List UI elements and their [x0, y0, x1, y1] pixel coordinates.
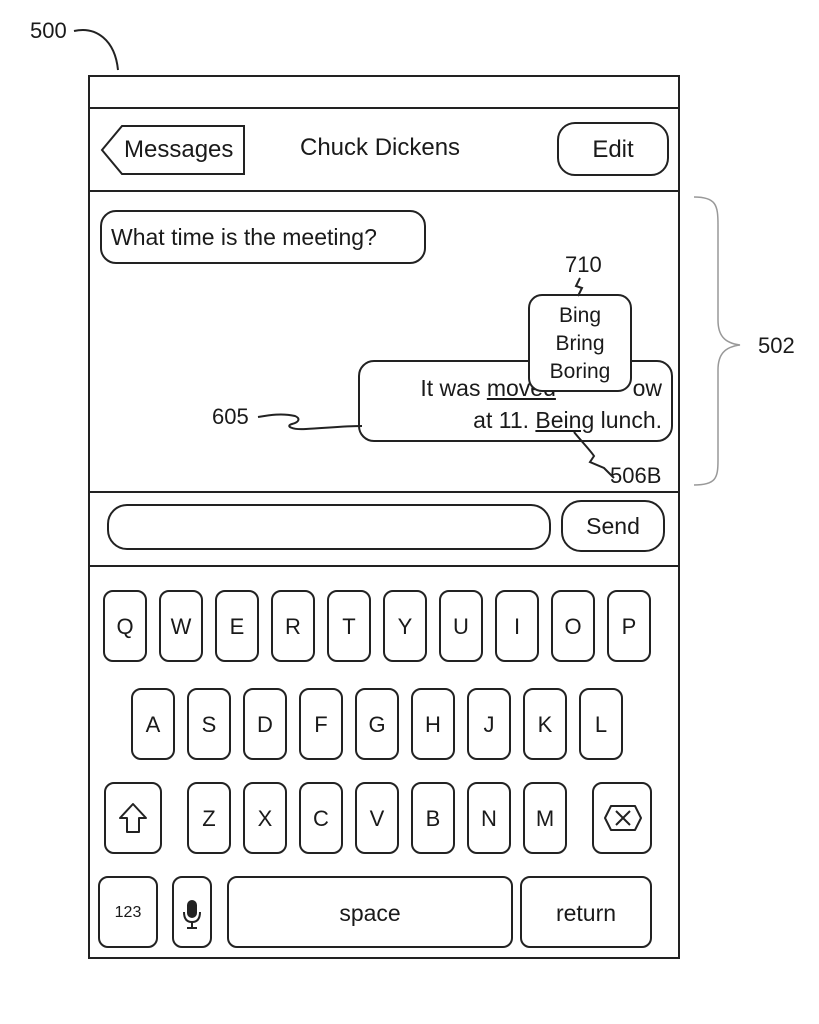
up-arrow-icon: [119, 803, 147, 833]
shift-key[interactable]: [104, 782, 162, 854]
key-z[interactable]: Z: [187, 782, 231, 854]
microphone-icon: [183, 900, 201, 929]
leader-line-500: [73, 29, 119, 71]
suggestion-item[interactable]: Boring: [549, 360, 611, 383]
key-k[interactable]: K: [523, 688, 567, 760]
received-message-bubble: What time is the meeting?: [100, 210, 426, 264]
bracket-502: [693, 196, 741, 486]
microphone-key[interactable]: [172, 876, 212, 948]
back-arrow-shape: [100, 125, 245, 175]
key-d[interactable]: D: [243, 688, 287, 760]
ref-label-500: 500: [30, 18, 67, 43]
key-y[interactable]: Y: [383, 590, 427, 662]
ref-label-506b: 506B: [610, 463, 662, 488]
send-button[interactable]: Send: [561, 500, 665, 552]
leader-line-710: [574, 277, 584, 297]
key-g[interactable]: G: [355, 688, 399, 760]
key-u[interactable]: U: [439, 590, 483, 662]
suggestion-item[interactable]: Bring: [555, 332, 605, 355]
key-e[interactable]: E: [215, 590, 259, 662]
leader-line-605: [257, 413, 363, 431]
header-divider: [90, 190, 678, 192]
key-o[interactable]: O: [551, 590, 595, 662]
key-q[interactable]: Q: [103, 590, 147, 662]
back-button-label: Messages: [124, 136, 234, 163]
edit-button[interactable]: Edit: [557, 122, 669, 176]
key-x[interactable]: X: [243, 782, 287, 854]
suggestion-item[interactable]: Bing: [558, 304, 602, 327]
key-c[interactable]: C: [299, 782, 343, 854]
key-h[interactable]: H: [411, 688, 455, 760]
leader-line-506b: [573, 431, 615, 479]
sent-text: It was: [420, 375, 487, 401]
status-bar-divider: [90, 107, 678, 109]
sent-text-tail: ow: [632, 375, 662, 401]
key-f[interactable]: F: [299, 688, 343, 760]
delete-key[interactable]: [592, 782, 652, 854]
key-s[interactable]: S: [187, 688, 231, 760]
key-w[interactable]: W: [159, 590, 203, 662]
key-v[interactable]: V: [355, 782, 399, 854]
phone-frame: [88, 75, 680, 959]
ref-label-605: 605: [212, 404, 249, 429]
key-m[interactable]: M: [523, 782, 567, 854]
key-a[interactable]: A: [131, 688, 175, 760]
conversation-divider: [90, 491, 678, 493]
misspelled-word-being[interactable]: Being: [535, 407, 595, 433]
message-input[interactable]: [107, 504, 551, 550]
sent-text: lunch.: [594, 407, 662, 433]
key-l[interactable]: L: [579, 688, 623, 760]
conversation-title: Chuck Dickens: [300, 134, 461, 161]
messages-back-button[interactable]: Messages: [100, 124, 246, 176]
return-key[interactable]: return: [520, 876, 652, 948]
key-i[interactable]: I: [495, 590, 539, 662]
key-j[interactable]: J: [467, 688, 511, 760]
key-p[interactable]: P: [607, 590, 651, 662]
key-t[interactable]: T: [327, 590, 371, 662]
suggestion-popup: Bing Bring Boring: [528, 294, 632, 392]
sent-message-line-2: at 11. Being lunch.: [360, 404, 662, 436]
ref-label-710: 710: [565, 252, 602, 277]
key-r[interactable]: R: [271, 590, 315, 662]
sent-message-bubble: It was moved ow at 11. Being lunch.: [358, 360, 673, 442]
key-n[interactable]: N: [467, 782, 511, 854]
sent-text: at 11.: [473, 407, 536, 433]
ref-label-502: 502: [758, 333, 795, 358]
key-b[interactable]: B: [411, 782, 455, 854]
space-key[interactable]: space: [227, 876, 513, 948]
numbers-key[interactable]: 123: [98, 876, 158, 948]
keyboard-divider: [90, 565, 678, 567]
delete-x-icon: [604, 805, 642, 831]
